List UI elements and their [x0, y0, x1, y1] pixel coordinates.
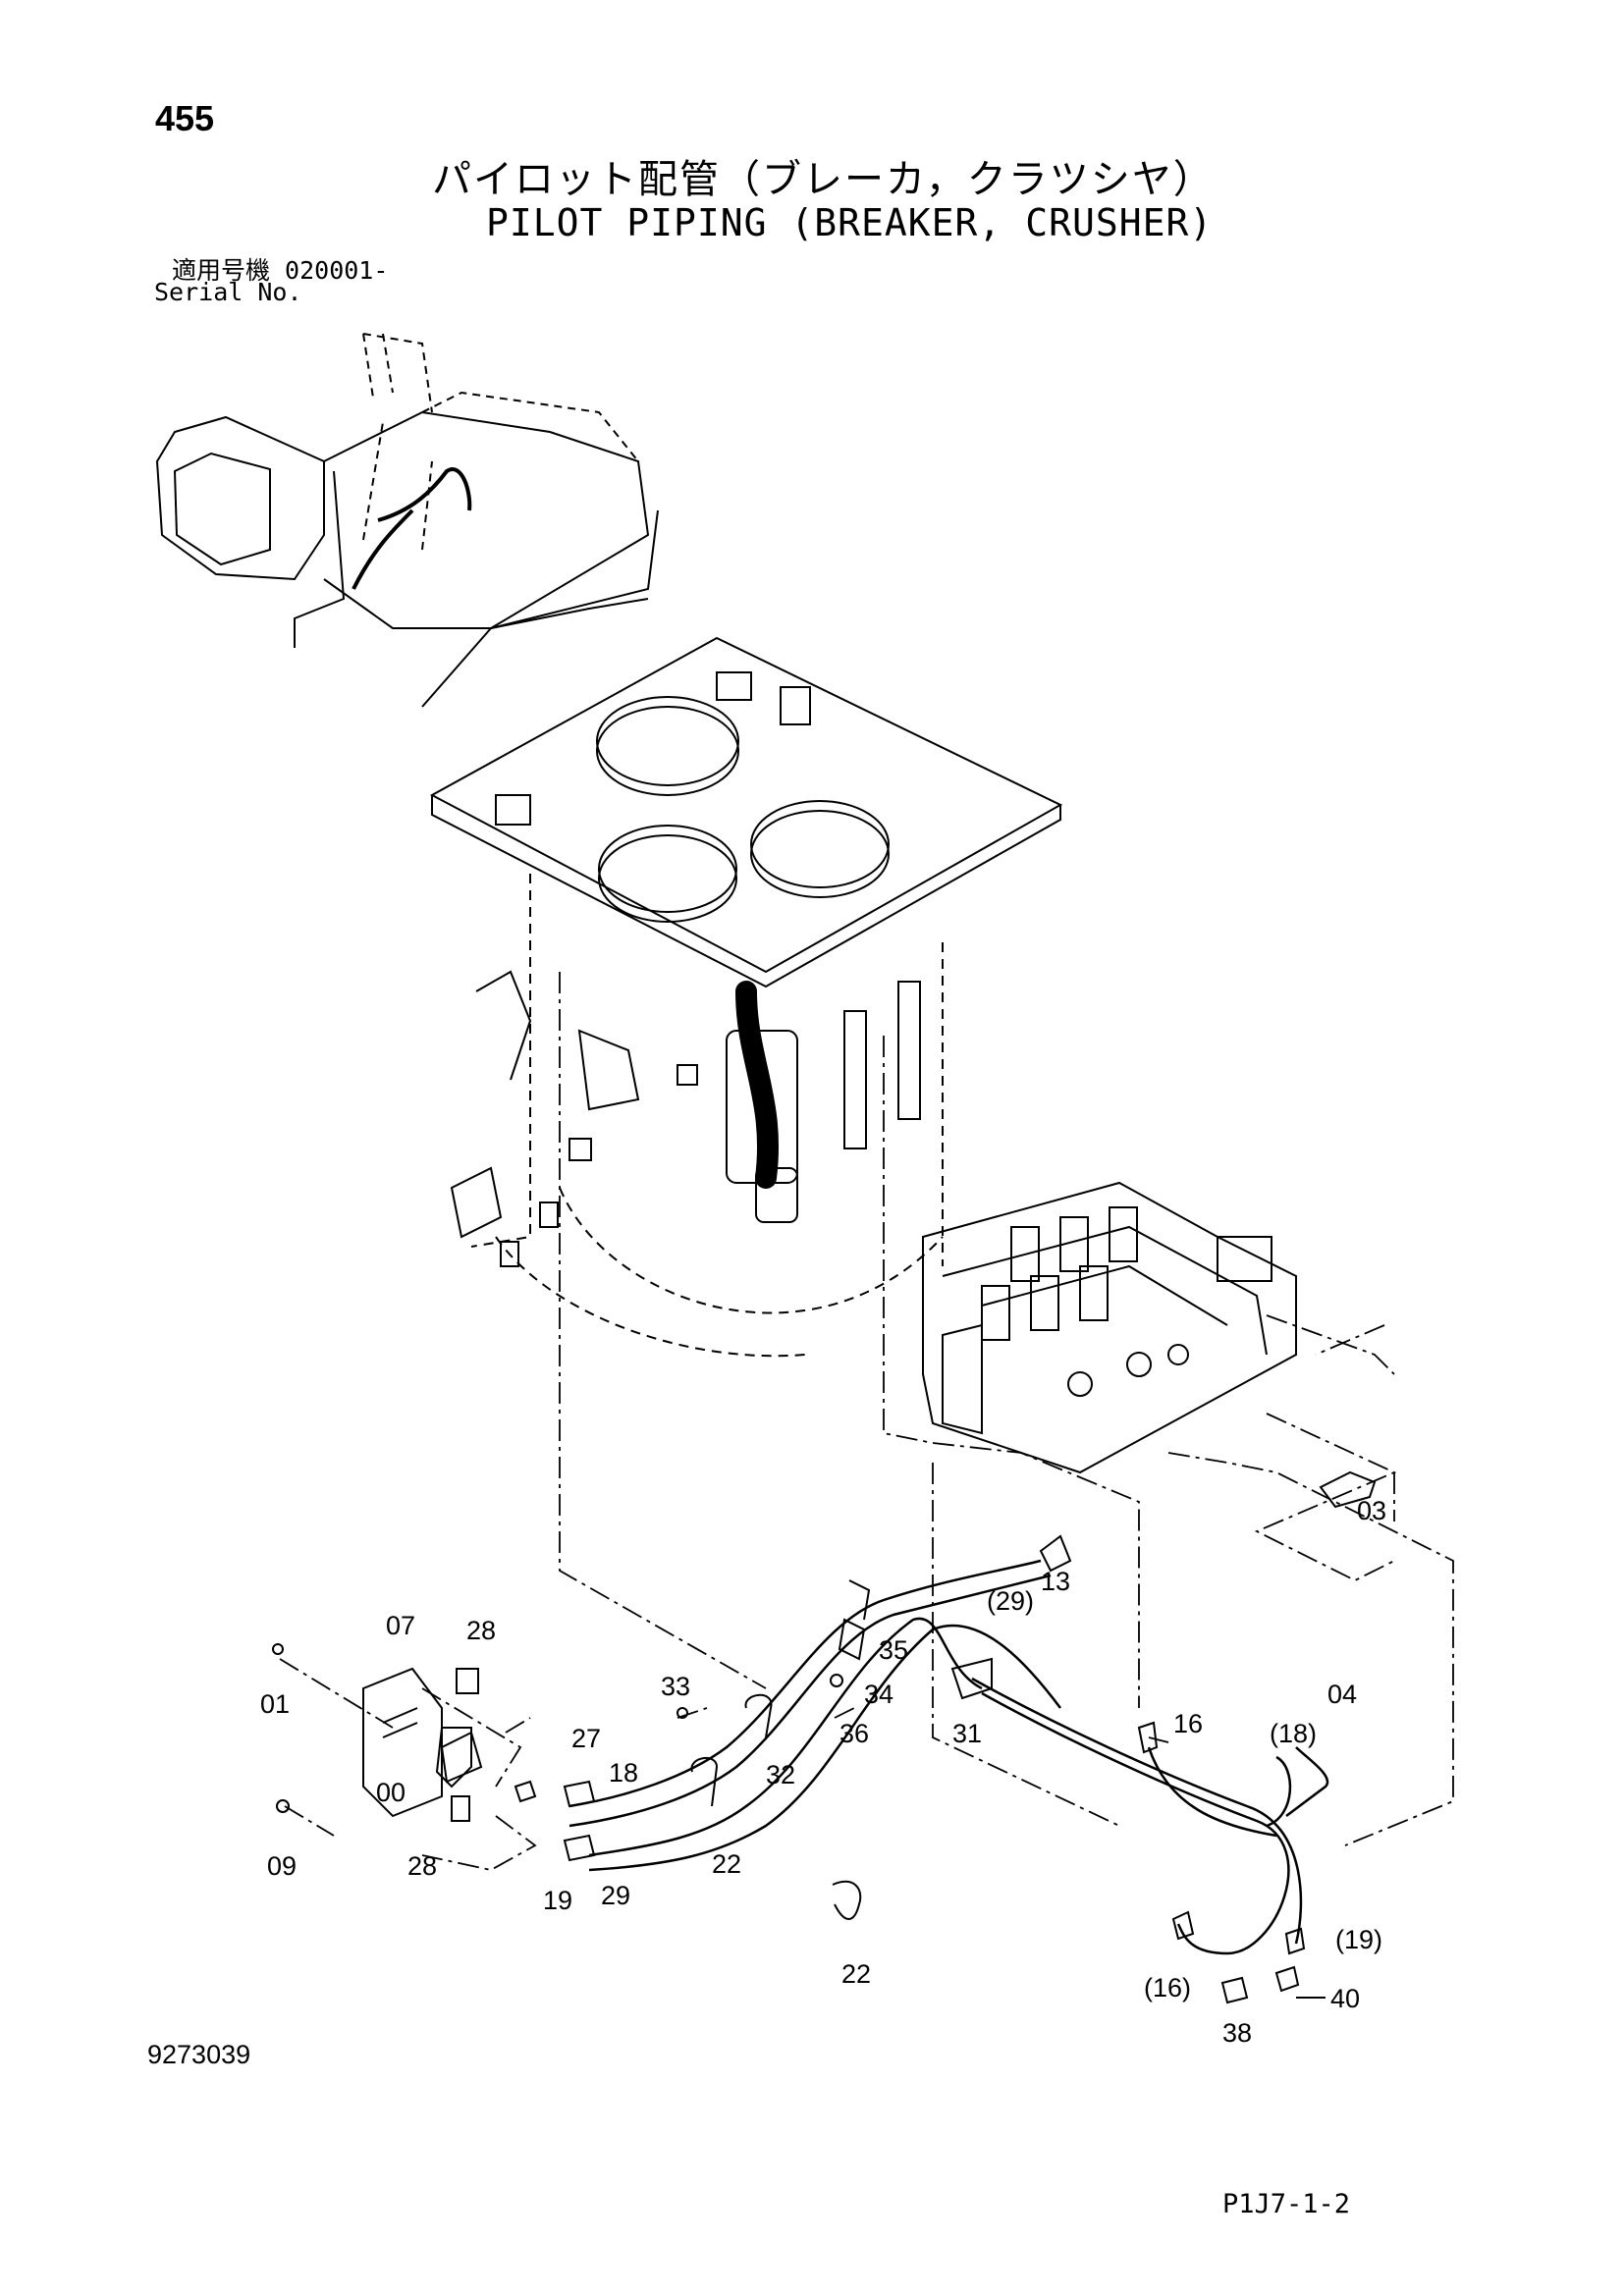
callout-27: 27 — [571, 1724, 601, 1753]
callout-09: 09 — [267, 1851, 297, 1881]
callout-18-ref: (18) — [1270, 1719, 1317, 1748]
callout-22-lower: 22 — [841, 1959, 871, 1989]
callout-16: 16 — [1173, 1709, 1203, 1738]
callout-07: 07 — [386, 1611, 415, 1640]
callout-labels: 00 01 03 04 07 09 13 16 (16) 18 (18) 19 … — [260, 1496, 1386, 2048]
leader-lines — [279, 972, 1454, 1871]
callout-04: 04 — [1327, 1680, 1357, 1709]
callout-16-ref: (16) — [1144, 1973, 1191, 2002]
callout-33: 33 — [661, 1672, 690, 1701]
callout-29: 29 — [601, 1881, 630, 1910]
callout-36: 36 — [839, 1719, 869, 1748]
page-title-japanese: パイロット配管（ブレーカ，クラツシヤ） — [432, 157, 1215, 202]
callout-19: 19 — [543, 1886, 572, 1915]
serial-label-japanese: 適用号機 020001- — [172, 256, 389, 285]
callout-29-ref: (29) — [987, 1586, 1034, 1616]
terminal-strip-drawing — [843, 981, 921, 1149]
excavator-overview-drawing — [155, 333, 659, 708]
page-number: 455 — [155, 98, 215, 138]
callout-13: 13 — [1041, 1567, 1070, 1596]
callout-28-lower: 28 — [407, 1851, 437, 1881]
callout-40: 40 — [1330, 1984, 1360, 2013]
control-valve-drawing — [922, 1181, 1297, 1474]
floor-plate-drawing — [429, 636, 1063, 988]
callout-19-ref: (19) — [1335, 1925, 1382, 1954]
callout-03: 03 — [1357, 1496, 1386, 1525]
callout-22-upper: 22 — [712, 1849, 741, 1879]
callout-18: 18 — [609, 1758, 638, 1788]
page-title-english: PILOT PIPING (BREAKER, CRUSHER) — [486, 201, 1214, 244]
callout-35: 35 — [879, 1635, 908, 1665]
callout-32: 32 — [766, 1760, 795, 1789]
reference-code: P1J7-1-2 — [1222, 2189, 1351, 2219]
callout-28-upper: 28 — [466, 1616, 496, 1645]
central-pipe-drawing — [450, 970, 798, 1267]
callout-38: 38 — [1222, 2018, 1252, 2048]
serial-label-english: Serial No. — [154, 278, 302, 306]
fittings-drawing — [272, 1470, 1377, 2004]
callout-01: 01 — [260, 1689, 290, 1719]
hose-assemblies-drawing — [568, 1559, 1329, 1955]
callout-00: 00 — [376, 1778, 406, 1807]
callout-34: 34 — [864, 1680, 893, 1709]
callout-31: 31 — [952, 1719, 982, 1748]
document-number: 9273039 — [147, 2040, 251, 2069]
cabinet-outline-drawing — [470, 874, 944, 1358]
